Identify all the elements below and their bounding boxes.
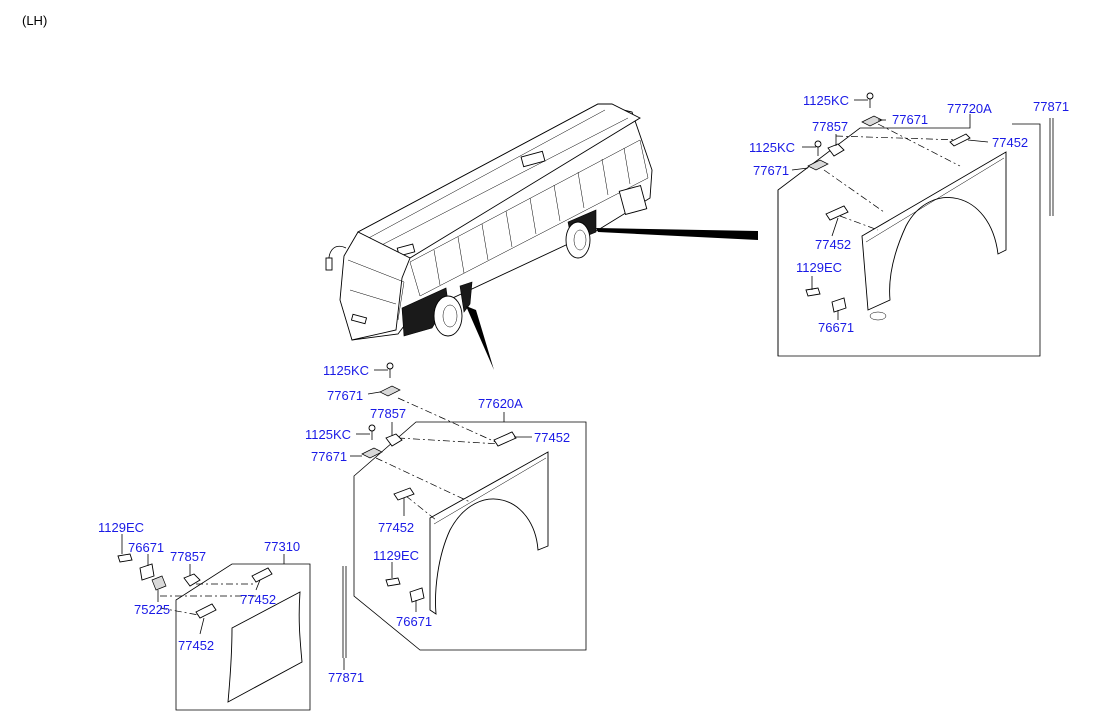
label-77620a[interactable]: 77620A: [478, 396, 523, 411]
pad-icon: [251, 567, 273, 583]
pad-icon: [949, 133, 971, 147]
rear-wheelhouse-group: 1125KC 77671 77857 1125KC 77671 77720A 7…: [749, 92, 1069, 357]
clip-icon: [385, 433, 403, 447]
label-1129ec[interactable]: 1129EC: [98, 520, 144, 535]
view-side-label: (LH): [22, 13, 47, 28]
label-75225[interactable]: 75225: [134, 602, 170, 617]
label-77857[interactable]: 77857: [370, 406, 406, 421]
bolt-icon: [814, 140, 822, 148]
pad-icon: [195, 603, 217, 619]
mud-flap-group: 1129EC 76671 77857 77310 75225 77452 774…: [98, 520, 311, 711]
label-77452-mid[interactable]: 77452: [815, 237, 851, 252]
retainer-icon: [831, 297, 847, 313]
label-76671[interactable]: 76671: [396, 614, 432, 629]
label-77452-b[interactable]: 77452: [240, 592, 276, 607]
label-77310[interactable]: 77310: [264, 539, 300, 554]
label-77452-top[interactable]: 77452: [534, 430, 570, 445]
label-1125kc-top[interactable]: 1125KC: [323, 363, 369, 378]
label-1125kc-mid[interactable]: 1125KC: [305, 427, 351, 442]
bolt-icon: [368, 424, 376, 432]
label-76671[interactable]: 76671: [128, 540, 164, 555]
label-77671-mid[interactable]: 77671: [311, 449, 347, 464]
label-77452-top[interactable]: 77452: [992, 135, 1028, 150]
retainer-icon: [409, 587, 425, 603]
bracket-icon: [807, 159, 829, 171]
label-1125kc-top[interactable]: 1125KC: [803, 93, 849, 108]
retainer-icon: [139, 563, 155, 581]
label-77871[interactable]: 77871: [1033, 99, 1069, 114]
label-1129ec[interactable]: 1129EC: [796, 260, 842, 275]
label-77671-top[interactable]: 77671: [327, 388, 363, 403]
mud-flap: [227, 591, 303, 703]
clip-icon: [827, 143, 845, 157]
screw-icon: [385, 577, 401, 587]
label-77857[interactable]: 77857: [812, 119, 848, 134]
label-1129ec[interactable]: 1129EC: [373, 548, 419, 563]
pointer-rear: [596, 228, 758, 240]
bolt-icon: [866, 92, 874, 100]
plate-icon: [151, 575, 167, 591]
label-76671[interactable]: 76671: [818, 320, 854, 335]
label-77671-top[interactable]: 77671: [892, 112, 928, 127]
clip-icon: [183, 573, 201, 587]
screw-icon: [117, 553, 133, 563]
pad-icon: [493, 431, 517, 447]
label-77452-mid[interactable]: 77452: [378, 520, 414, 535]
pad-icon: [825, 205, 849, 221]
pointer-front: [466, 306, 494, 370]
label-77452-a[interactable]: 77452: [178, 638, 214, 653]
label-77871[interactable]: 77871: [328, 670, 364, 685]
bracket-icon: [379, 385, 401, 397]
screw-icon: [805, 287, 821, 297]
bracket-icon: [361, 447, 383, 459]
bolt-icon: [386, 362, 394, 370]
front-wheelhouse-group: 1125KC 77671 77857 1125KC 77671 77620A 7…: [305, 362, 587, 685]
bus-illustration: [325, 103, 653, 341]
label-77671-mid[interactable]: 77671: [753, 163, 789, 178]
label-1125kc-mid[interactable]: 1125KC: [749, 140, 795, 155]
label-77720a[interactable]: 77720A: [947, 101, 992, 116]
label-77857[interactable]: 77857: [170, 549, 206, 564]
pad-icon: [393, 487, 415, 501]
